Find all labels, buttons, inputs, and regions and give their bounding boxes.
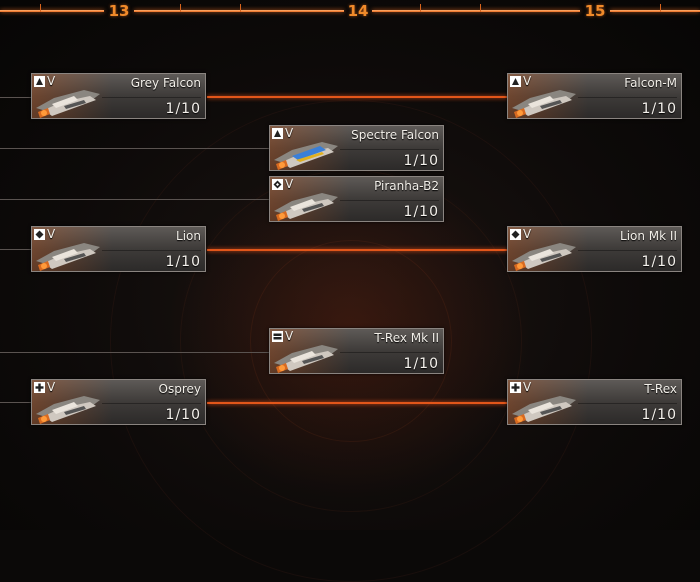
ship-progress: 1/10 (641, 101, 677, 117)
connector-stub (0, 97, 32, 98)
tier-line (610, 10, 700, 12)
tier-tick (40, 4, 41, 12)
ship-name: Grey Falcon (130, 76, 201, 90)
ship-progress: 1/10 (403, 356, 439, 372)
rank-label: V (523, 74, 532, 88)
ship-card-spectre-falcon[interactable]: V Spectre Falcon 1/10 (269, 125, 444, 171)
ship-name: Falcon-M (624, 76, 677, 90)
ship-card-t-rex[interactable]: V T-Rex 1/10 (507, 379, 682, 425)
ship-card-lion-mk-ii[interactable]: V Lion Mk II 1/10 (507, 226, 682, 272)
triangle-icon (510, 76, 521, 87)
tier-bar: 13 14 15 (0, 0, 700, 24)
card-divider (102, 250, 201, 251)
ship-name: Spectre Falcon (351, 128, 439, 142)
ship-card-osprey[interactable]: V Osprey 1/10 (31, 379, 206, 425)
ship-progress: 1/10 (403, 153, 439, 169)
background-ring (250, 240, 452, 442)
rank-label: V (47, 74, 56, 88)
rank-label: V (523, 380, 532, 394)
diamond-icon (34, 229, 45, 240)
card-divider (340, 352, 439, 353)
tier-line (372, 10, 580, 12)
tier-label[interactable]: 13 (108, 2, 130, 20)
ship-card-piranha-b2[interactable]: V Piranha-B2 1/10 (269, 176, 444, 222)
ship-name: T-Rex (644, 382, 677, 396)
connector-stub (0, 148, 270, 149)
connector-stub (0, 199, 270, 200)
ship-card-grey-falcon[interactable]: V Grey Falcon 1/10 (31, 73, 206, 119)
ship-name: Osprey (158, 382, 201, 396)
tier-tick (480, 4, 481, 12)
rank-label: V (285, 177, 294, 191)
tier-tick (660, 4, 661, 12)
plus-icon (34, 382, 45, 393)
ship-progress: 1/10 (641, 254, 677, 270)
rank-label: V (523, 227, 532, 241)
ship-name: Lion Mk II (620, 229, 677, 243)
upgrade-connector (207, 402, 508, 404)
ship-card-falcon-m[interactable]: V Falcon-M 1/10 (507, 73, 682, 119)
rank-label: V (285, 126, 294, 140)
ship-card-t-rex-mk-ii[interactable]: V T-Rex Mk II 1/10 (269, 328, 444, 374)
rank-label: V (47, 380, 56, 394)
tier-tick (420, 4, 421, 12)
ship-card-lion[interactable]: V Lion 1/10 (31, 226, 206, 272)
ship-name: Lion (176, 229, 201, 243)
tier-tick (180, 4, 181, 12)
tier-label[interactable]: 14 (347, 2, 369, 20)
connector-stub (0, 402, 32, 403)
upgrade-connector (207, 249, 508, 251)
tier-line (134, 10, 344, 12)
card-divider (578, 250, 677, 251)
ship-progress: 1/10 (165, 407, 201, 423)
card-divider (340, 200, 439, 201)
plus-icon (510, 382, 521, 393)
ship-name: T-Rex Mk II (374, 331, 439, 345)
ship-name: Piranha-B2 (374, 179, 439, 193)
tier-label[interactable]: 15 (584, 2, 606, 20)
card-divider (102, 403, 201, 404)
ship-progress: 1/10 (165, 254, 201, 270)
ship-progress: 1/10 (403, 204, 439, 220)
diamond-icon (510, 229, 521, 240)
ship-progress: 1/10 (165, 101, 201, 117)
tier-line (0, 10, 104, 12)
connector-stub (0, 352, 270, 353)
bars-icon (272, 331, 283, 342)
tier-tick (240, 4, 241, 12)
triangle-icon (272, 128, 283, 139)
upgrade-connector (207, 96, 508, 98)
card-divider (102, 97, 201, 98)
card-divider (340, 149, 439, 150)
diamond-icon (272, 179, 283, 190)
card-divider (578, 97, 677, 98)
connector-stub (0, 249, 32, 250)
ship-progress: 1/10 (641, 407, 677, 423)
triangle-icon (34, 76, 45, 87)
rank-label: V (47, 227, 56, 241)
rank-label: V (285, 329, 294, 343)
card-divider (578, 403, 677, 404)
